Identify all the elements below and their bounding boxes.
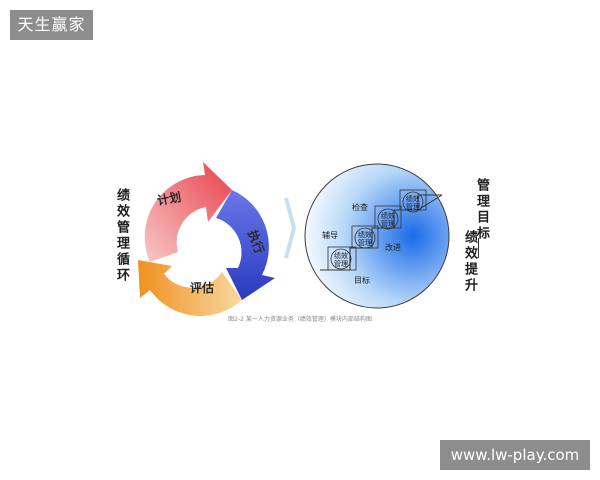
circle-text-3a: 绩效 [381, 211, 395, 220]
step-coach: 辅导 [322, 230, 338, 240]
evaluate-arrow [138, 260, 242, 316]
step-circle-1 [330, 248, 352, 270]
performance-circle [304, 163, 450, 309]
circle-text-2a: 绩效 [358, 230, 372, 239]
figure-caption: 图2-2 某一人力资源业务（绩效管理）模块内部结构图 [228, 316, 372, 323]
step-check: 检查 [352, 202, 368, 212]
circle-text-4a: 绩效 [406, 194, 420, 203]
stair-box-3 [374, 205, 402, 229]
goal-divider [478, 238, 479, 258]
stage-plan: 计划 [156, 189, 182, 208]
circle-text-1a: 绩效 [334, 251, 348, 260]
watermark-bottom: www.lw-play.com [440, 440, 590, 470]
circle-text-3b: 管理 [381, 219, 395, 228]
stair-box-1 [327, 246, 357, 271]
divider-chevron [284, 197, 297, 259]
stair-box-4 [399, 189, 427, 211]
step-circle-3 [377, 208, 399, 230]
circle-text-1b: 管理 [334, 259, 348, 268]
goal-label: 管理目标 [474, 178, 489, 242]
step-circle-4 [402, 191, 424, 213]
watermark-top: 天生赢家 [10, 10, 93, 40]
plan-arrow [144, 162, 232, 262]
step-circle-2 [354, 227, 376, 249]
circle-text-4b: 管理 [406, 202, 420, 211]
stage-evaluate: 评估 [190, 280, 214, 295]
cycle-side-label: 绩效管理循环 [114, 188, 129, 284]
stair-diagonal [417, 194, 443, 211]
circle-text-2b: 管理 [358, 238, 372, 247]
execute-arrow [216, 190, 275, 300]
step-target: 目标 [354, 275, 370, 285]
step-improve: 改进 [385, 242, 401, 252]
improvement-label: 绩效提升 [462, 230, 477, 294]
